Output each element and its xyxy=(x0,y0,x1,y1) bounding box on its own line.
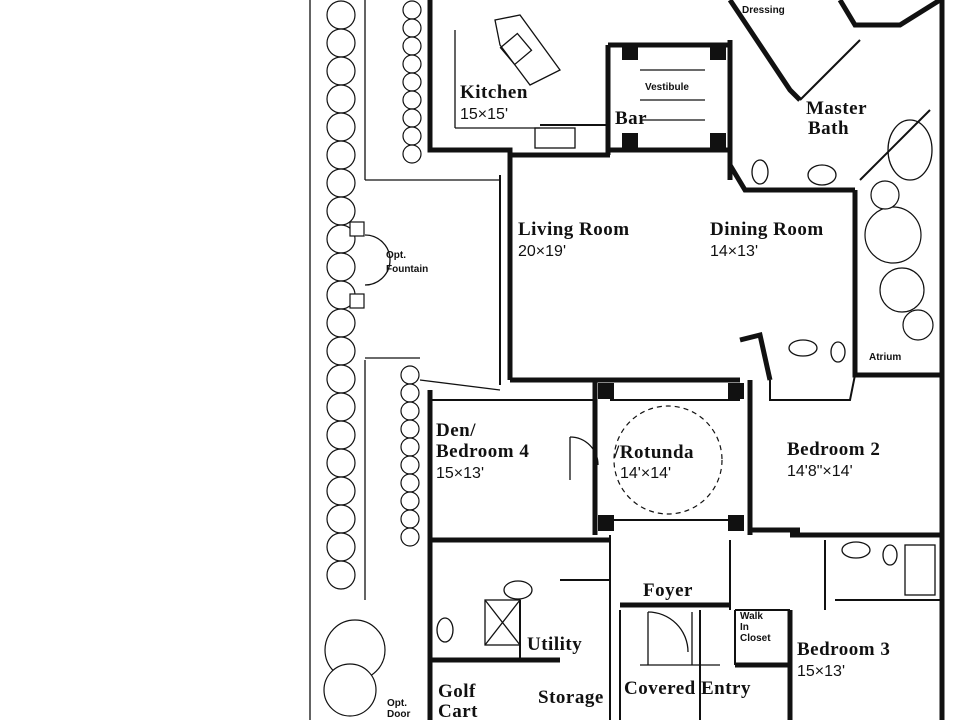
palm-tree-icon xyxy=(864,206,922,264)
dressing-label: Dressing xyxy=(742,5,785,16)
bedroom2-size: 14'8"×14' xyxy=(787,463,853,480)
master-bath-label-2: Bath xyxy=(808,118,849,139)
rotunda-label: /Rotunda xyxy=(613,442,694,463)
shrub-icon xyxy=(326,84,356,114)
shrub-icon xyxy=(326,196,356,226)
walk-in-closet-label-3: Closet xyxy=(740,633,771,644)
shrub-icon xyxy=(326,532,356,562)
fixtures xyxy=(349,14,936,665)
shrub-icon xyxy=(402,0,422,20)
shrub-icon xyxy=(400,365,420,385)
golf-cart-label-2: Cart xyxy=(438,701,478,720)
atrium-label: Atrium xyxy=(869,352,901,363)
shrub-icon xyxy=(402,36,422,56)
shrub-icon xyxy=(402,108,422,128)
shrub-icon xyxy=(326,420,356,450)
shrub-icon xyxy=(402,126,422,146)
living-room-size: 20×19' xyxy=(518,243,566,260)
bedroom3-size: 15×13' xyxy=(797,663,845,680)
fountain-label-1: Opt. xyxy=(386,250,406,261)
kitchen-label: Kitchen xyxy=(460,82,528,103)
shrub-icon xyxy=(326,448,356,478)
rotunda-size: 14'×14' xyxy=(620,465,671,482)
bedroom3-label: Bedroom 3 xyxy=(797,639,890,660)
room-labels: Kitchen 15×15' Vestibule Bar Dressing Ma… xyxy=(386,5,901,720)
storage-label: Storage xyxy=(538,687,604,708)
foyer-label: Foyer xyxy=(643,580,693,601)
shrub-icon xyxy=(400,527,420,547)
shrub-icon xyxy=(326,476,356,506)
bedroom2-label: Bedroom 2 xyxy=(787,439,880,460)
shrub-icon xyxy=(400,383,420,403)
shrub-icon xyxy=(326,56,356,86)
dining-room-size: 14×13' xyxy=(710,243,758,260)
shrub-icon xyxy=(400,491,420,511)
shrub-icon xyxy=(326,392,356,422)
utility-label: Utility xyxy=(527,634,582,655)
shrub-icon xyxy=(326,252,356,282)
shrub-icon xyxy=(402,90,422,110)
den-label-1: Den/ xyxy=(436,420,476,441)
shrub-icon xyxy=(902,309,934,341)
shrub-icon xyxy=(326,168,356,198)
vestibule-label: Vestibule xyxy=(645,82,689,93)
golf-cart-label-1: Golf xyxy=(438,681,476,702)
bar-label: Bar xyxy=(615,108,647,129)
covered-entry-label: Covered Entry xyxy=(624,678,751,699)
shrub-icon xyxy=(326,560,356,590)
walk-in-closet-label-2: In xyxy=(740,622,749,633)
shrub-icon xyxy=(326,364,356,394)
shrub-icon xyxy=(400,419,420,439)
master-bath-label-1: Master xyxy=(806,98,867,119)
shrub-icon xyxy=(326,504,356,534)
rotunda-circle xyxy=(613,405,723,515)
shrub-icon xyxy=(400,455,420,475)
shrub-icon xyxy=(326,140,356,170)
shrub-icon xyxy=(870,180,900,210)
shrub-icon xyxy=(402,72,422,92)
den-size: 15×13' xyxy=(436,465,484,482)
landscaping-left xyxy=(309,0,422,720)
shrub-icon xyxy=(326,308,356,338)
shrub-icon xyxy=(400,401,420,421)
shrub-icon xyxy=(879,267,925,313)
shrub-icon xyxy=(402,54,422,74)
opt-door-label-2: Door xyxy=(387,709,410,720)
shrub-icon xyxy=(326,28,356,58)
opt-door-label-1: Opt. xyxy=(387,698,407,709)
shrub-icon xyxy=(326,112,356,142)
shrub-icon xyxy=(402,144,422,164)
kitchen-size: 15×15' xyxy=(460,106,508,123)
dining-room-label: Dining Room xyxy=(710,219,824,240)
shrub-icon xyxy=(326,0,356,30)
walk-in-closet-label-1: Walk xyxy=(740,611,763,622)
den-label-2: Bedroom 4 xyxy=(436,441,529,462)
palm-tree-icon xyxy=(323,663,377,717)
shrub-icon xyxy=(326,336,356,366)
shrub-icon xyxy=(400,437,420,457)
shrub-icon xyxy=(400,509,420,529)
living-room-label: Living Room xyxy=(518,219,630,240)
fountain-label-2: Fountain xyxy=(386,264,428,275)
shrub-icon xyxy=(402,18,422,38)
fountain-icon xyxy=(364,234,391,286)
shrub-icon xyxy=(400,473,420,493)
walls xyxy=(365,0,945,720)
